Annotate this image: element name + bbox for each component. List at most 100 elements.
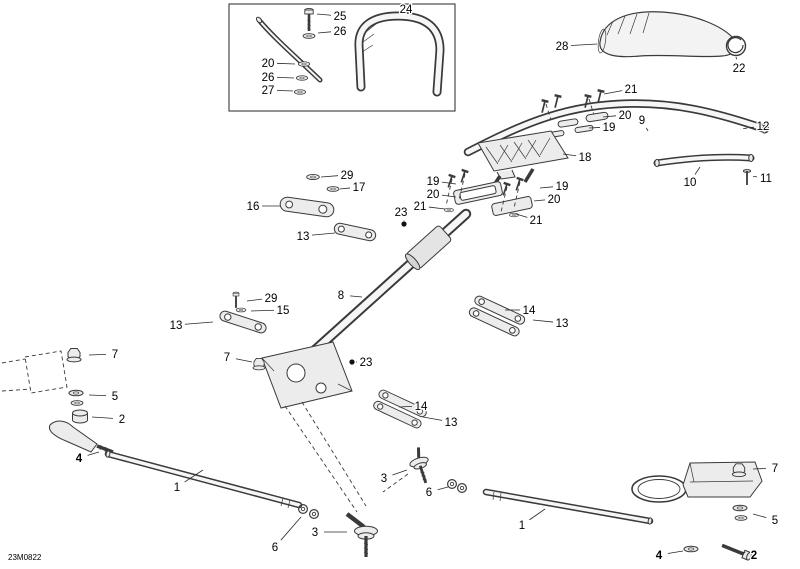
alignment-dashes (284, 401, 409, 513)
part-label-28-a: 28 (556, 41, 569, 53)
leader-line-13-b (184, 321, 214, 325)
part-label-19-a: 19 (603, 122, 616, 134)
part-label-15-a: 15 (277, 305, 290, 317)
leader-line-7-b (752, 468, 767, 470)
leader-line-1-a (184, 469, 204, 483)
part-13-link-upper (333, 222, 377, 242)
leader-line-4-a (87, 451, 100, 456)
leader-line-18-a (562, 153, 577, 157)
leader-line-21-c (515, 213, 528, 218)
leader-line-26-b (276, 76, 295, 79)
part-label-7-c: 7 (224, 352, 230, 364)
leader-line-17-a (339, 187, 351, 190)
right-spindle-assembly (631, 461, 763, 561)
leader-line-14-b (398, 406, 413, 408)
leader-line-20-inset (276, 62, 296, 65)
leader-line-15-a (250, 309, 275, 312)
part-16-bracket (279, 196, 335, 218)
part-label-20-a: 20 (619, 110, 632, 122)
bolt-15-washer-29 (232, 291, 247, 313)
leader-line-20-c (533, 199, 546, 202)
leader-line-13-a (311, 232, 336, 236)
leader-line-28-a (570, 43, 598, 46)
part-label-29-b: 29 (265, 293, 278, 305)
ball-joint-3-mid (409, 447, 429, 484)
part-label-14-b: 14 (415, 401, 428, 413)
part-label-6-b: 6 (426, 487, 432, 499)
leader-line-6-b (437, 486, 449, 491)
steering-head-cluster (443, 168, 533, 218)
bolt-25 (303, 7, 315, 33)
part-label-27-a: 27 (262, 85, 275, 97)
inset-detail-box (228, 3, 456, 112)
part-8-steering-shaft (298, 208, 472, 366)
part-11-pin (742, 169, 752, 185)
part-label-21-c: 21 (530, 215, 543, 227)
leader-line-7-c (235, 358, 253, 363)
part-label-20-c: 20 (548, 194, 561, 206)
part-label-8-a: 8 (338, 290, 344, 302)
bolt-point-23-lower (349, 359, 355, 365)
rings-6-right (447, 479, 467, 493)
part-12-handlebar (463, 99, 770, 157)
part-label-4-b: 4 (656, 550, 663, 562)
part-label-18-a: 18 (579, 152, 592, 164)
part-label-29-a: 29 (341, 170, 354, 182)
part-label-16-a: 16 (247, 201, 260, 213)
steering-support-bracket (261, 341, 353, 409)
part-label-7-a: 7 (112, 349, 118, 361)
part-label-3-a: 3 (312, 527, 318, 539)
ball-joint-3-center (345, 512, 378, 557)
leader-line-20-b (441, 194, 457, 198)
part-label-14-a: 14 (523, 305, 536, 317)
handlebar-clamps (537, 88, 609, 138)
part-label-2-b: 2 (751, 550, 757, 562)
leader-line-26-a (317, 31, 332, 34)
part-label-25-a: 25 (334, 11, 347, 23)
leader-line-27-a (276, 89, 294, 92)
lever-arm (255, 16, 323, 83)
part-label-3-b: 3 (381, 473, 387, 485)
washer-29-upper (306, 174, 320, 180)
left-spindle-assembly (1, 348, 114, 454)
leader-line-7-a (88, 353, 107, 356)
leader-line-12-a (739, 126, 755, 130)
leader-line-13-d (422, 416, 443, 421)
part-label-13-a: 13 (297, 231, 310, 243)
part-label-13-c: 13 (556, 318, 569, 330)
part-10-grab-bar (653, 153, 755, 168)
part-18-clamp-plate (477, 130, 569, 189)
leader-line-5-a (88, 394, 107, 397)
part-label-21-a: 21 (625, 84, 638, 96)
leader-line-2-a (91, 416, 114, 419)
part-label-23-a: 23 (395, 207, 408, 219)
leader-line-20-a (602, 115, 617, 118)
part-label-19-c: 19 (556, 181, 569, 193)
steering-arm-left (48, 420, 114, 454)
washer-17 (326, 186, 340, 192)
leader-line-6-a (280, 516, 302, 541)
leader-line-19-b (441, 181, 457, 185)
part-label-12-a: 12 (757, 121, 770, 133)
leader-line-13-c (532, 319, 554, 323)
leader-line-19-a (588, 127, 601, 129)
part-label-22-a: 22 (733, 63, 746, 75)
part-label-6-a: 6 (272, 542, 278, 554)
part-24-hook-bar (354, 11, 445, 97)
washer-26-top (302, 33, 316, 39)
part-label-5-a: 5 (112, 391, 118, 403)
part-label-20-inset: 20 (262, 58, 275, 70)
leader-line-29-b (246, 298, 263, 302)
part-label-21-b: 21 (414, 201, 427, 213)
leader-line-21-a (603, 90, 623, 95)
leader-line-2-b (741, 551, 746, 554)
part-label-26-b: 26 (262, 72, 275, 84)
leader-line-4-b (667, 550, 684, 554)
part-label-10-a: 10 (684, 177, 697, 189)
part-label-17-a: 17 (353, 182, 366, 194)
bolt-2-right (721, 543, 752, 561)
part-label-1-a: 1 (174, 482, 180, 494)
